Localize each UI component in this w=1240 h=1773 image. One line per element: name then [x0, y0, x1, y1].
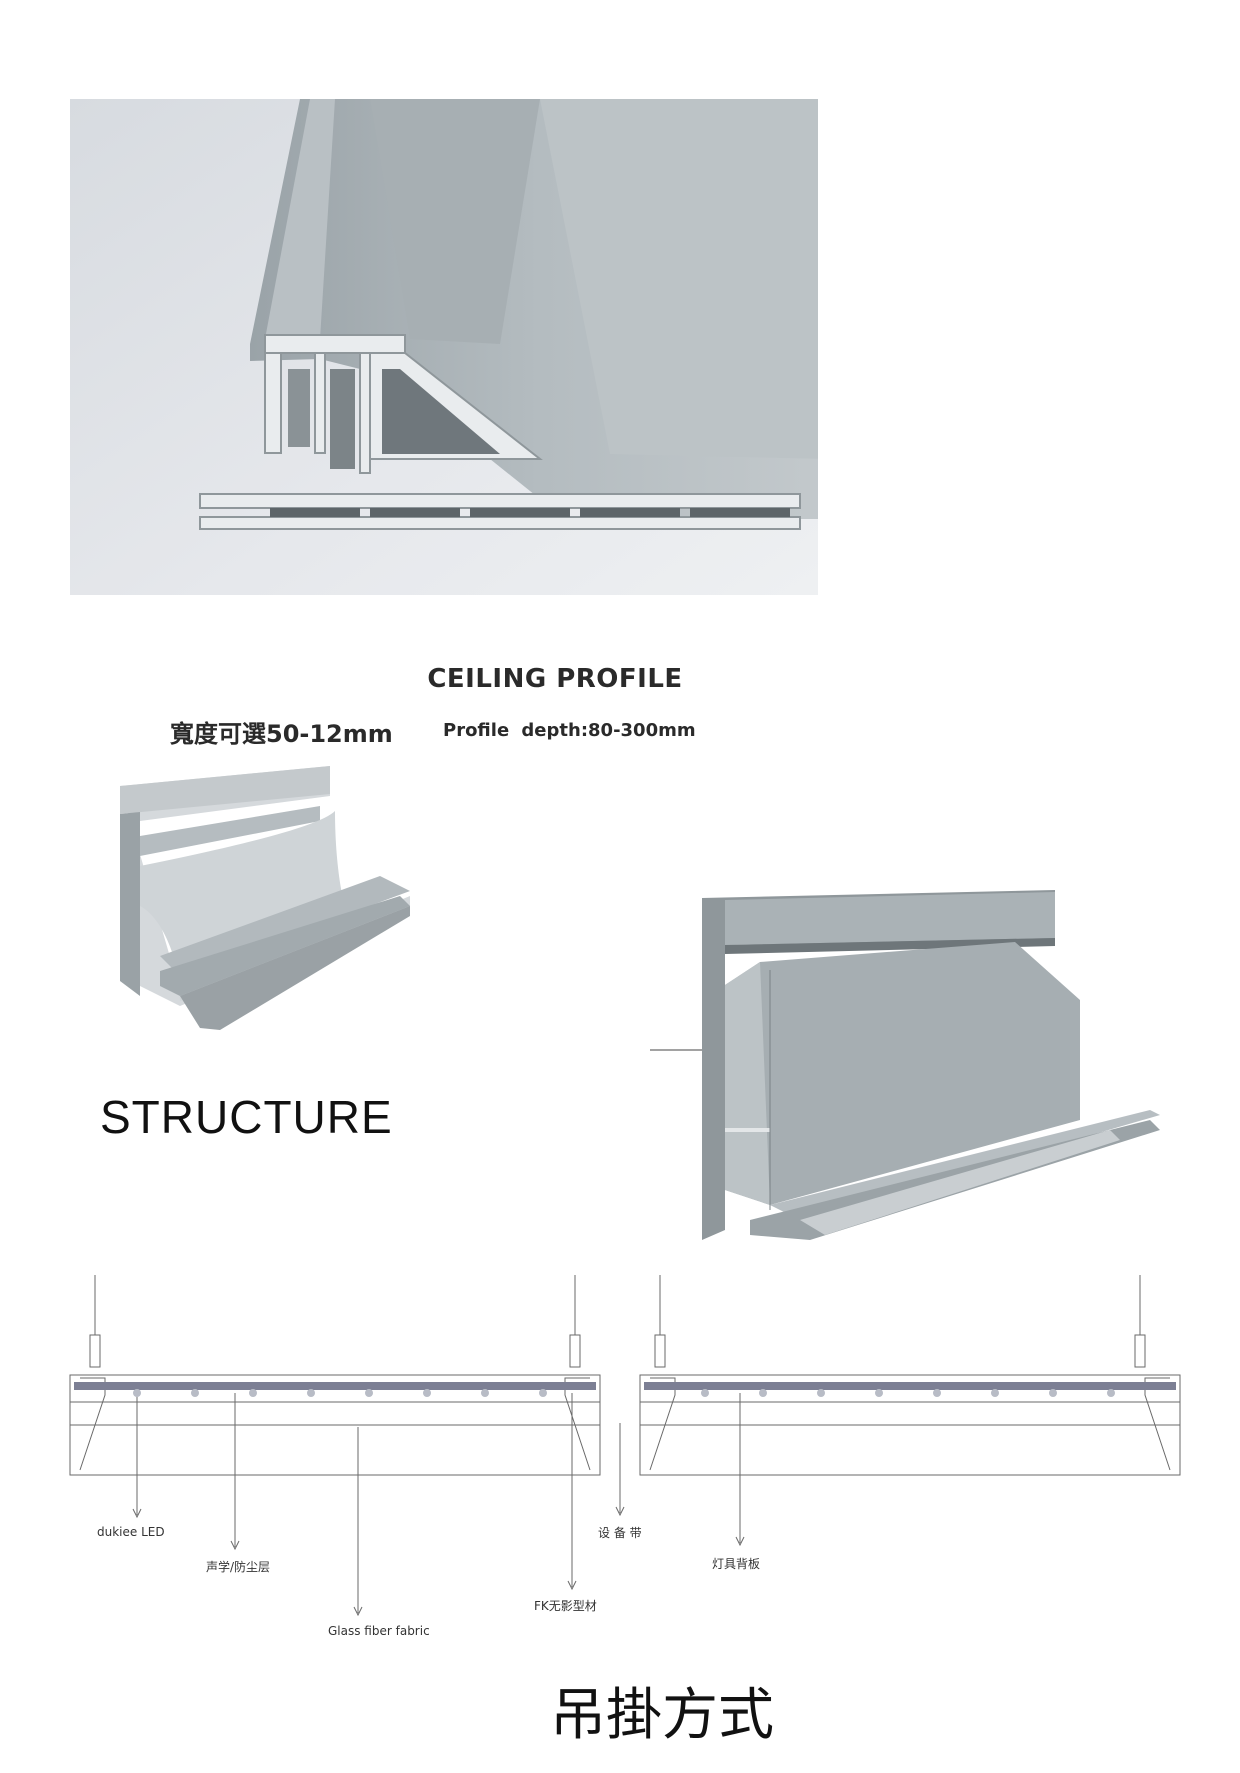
page-title: CEILING PROFILE [427, 664, 683, 694]
hanging-method-heading: 吊掛方式 [550, 1683, 774, 1748]
structure-heading: STRUCTURE [100, 1091, 393, 1143]
label-lamp-backboard: 灯具背板 [712, 1557, 761, 1571]
profile-render-large [650, 890, 1160, 1240]
profile-render-small [120, 766, 410, 1030]
label-glass-fiber: Glass fiber fabric [328, 1624, 430, 1638]
label-acoustic-layer: 声学/防尘层 [206, 1560, 271, 1574]
label-fk-profile: FK无影型材 [534, 1599, 597, 1613]
label-equipment-belt: 设 备 带 [598, 1526, 642, 1540]
depth-spec: Profile depth:80-300mm [443, 720, 696, 741]
width-spec: 寬度可選50-12mm [170, 720, 393, 748]
product-photo [70, 99, 818, 595]
label-led: dukiee LED [97, 1525, 165, 1539]
hanging-diagram [69, 1275, 1181, 1617]
